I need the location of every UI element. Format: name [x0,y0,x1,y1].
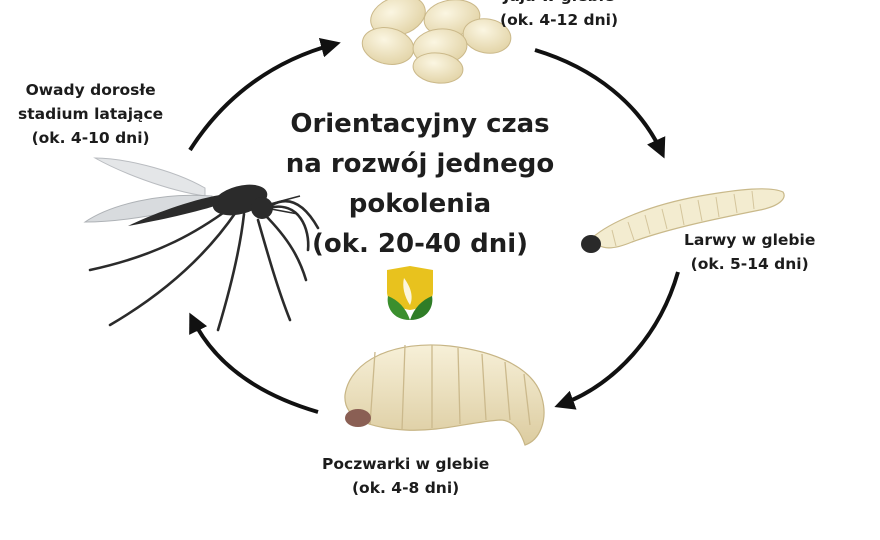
stage-label-pupae: Poczwarki w glebie (ok. 4-8 dni) [322,452,489,500]
title-line-2: na rozwój jednego [285,149,555,179]
eggs-illustration [361,0,512,84]
larvae-name: Larwy w glebie [684,231,816,249]
eggs-name: Jaja w glebie [500,0,618,8]
arrow-eggs-to-larvae [534,48,666,159]
larvae-duration: (ok. 5-14 dni) [690,255,809,273]
pupae-duration: (ok. 4-8 dni) [351,479,460,497]
adults-name-1: Owady dorosłe [25,81,156,99]
arrow-pupae-to-adult [189,312,319,414]
title-line-1: Orientacyjny czas [290,109,550,139]
larva-illustration [581,188,785,253]
eggs-duration: (ok. 4-12 dni) [500,11,619,29]
title-line-3: pokolenia [348,189,492,219]
stage-label-eggs: Jaja w glebie (ok. 4-12 dni) [500,0,618,32]
adults-name-2: stadium latające [18,105,164,123]
pupae-name: Poczwarki w glebie [322,455,490,473]
stage-label-adults: Owady dorosłe stadium latające (ok. 4-10… [18,78,163,150]
adults-duration: (ok. 4-10 dni) [31,129,150,147]
arrow-larvae-to-pupae [554,271,680,410]
logo-icon [387,266,433,320]
center-title: Orientacyjny czas na rozwój jednego poko… [262,104,578,264]
mosquito-illustration [83,157,320,332]
arrow-adult-to-eggs [188,37,341,152]
pupa-illustration [344,344,545,446]
title-line-4: (ok. 20-40 dni) [311,229,529,259]
stage-label-larvae: Larwy w glebie (ok. 5-14 dni) [684,228,815,276]
